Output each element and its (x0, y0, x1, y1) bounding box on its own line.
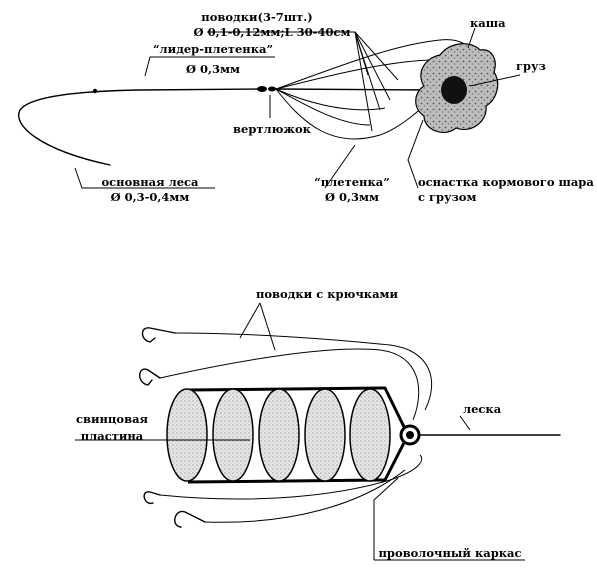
bottom-rig-diagram: поводки с крючками леска свинцовая пласт… (75, 287, 561, 561)
main-line-label: основная леса (102, 175, 200, 189)
fish-hooks (139, 327, 206, 528)
feeder-label-line2: с грузом (418, 190, 476, 204)
top-rig-diagram: поводки(3-7шт.) Ø 0,1-0,12мм;L 30-40см к… (18, 10, 594, 204)
line-label: леска (463, 402, 502, 416)
hook-leaders-with-hooks (159, 332, 433, 523)
lead-plate-label-line1: свинцовая (76, 412, 149, 426)
hook-leaders-label: поводки с крючками (256, 287, 399, 301)
lead-plates (166, 388, 391, 482)
main-fishing-line (18, 88, 259, 166)
weight-label: груз (516, 59, 546, 73)
feeder-label-line1: оснастка кормового шара (418, 175, 594, 189)
swivel (257, 86, 276, 92)
top-callout-lines (74, 27, 521, 189)
main-line-diameter: Ø 0,3-0,4мм (111, 190, 190, 204)
lead-plate-label-line2: пластина (81, 429, 144, 443)
line-knot (92, 88, 98, 94)
bottom-callout-lines (75, 302, 525, 561)
leader-braid-label: “лидер-плетенка” (153, 42, 273, 56)
porridge-label: каша (470, 16, 506, 30)
braid-line (275, 88, 431, 91)
sinker-weight (441, 76, 467, 104)
leaders-label: поводки(3-7шт.) (201, 10, 312, 24)
swivel-ring (399, 424, 421, 446)
swivel-label: вертлюжок (233, 122, 312, 136)
wire-frame-label: проволочный каркас (378, 546, 521, 560)
leaders-spec: Ø 0,1-0,12мм;L 30-40см (194, 25, 351, 39)
leader-braid-diameter: Ø 0,3мм (186, 62, 240, 76)
braid-diameter: Ø 0,3мм (325, 190, 379, 204)
braid-label: “плетенка” (314, 175, 390, 189)
